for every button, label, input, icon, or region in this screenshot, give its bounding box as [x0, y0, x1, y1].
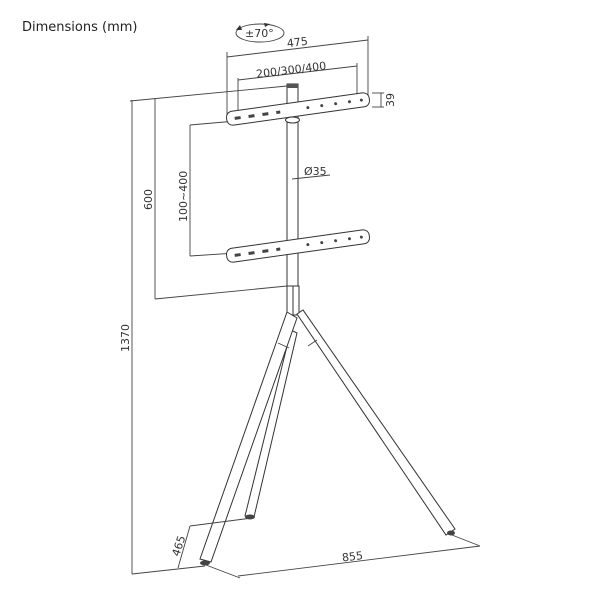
vesa-height-dimension: 100~400: [177, 120, 237, 257]
base-depth-label: 465: [169, 534, 188, 558]
lower-bracket: [226, 229, 370, 263]
rotation-indicator: ±70°: [235, 23, 285, 43]
pole-diameter-dimension: Ø35: [291, 165, 331, 180]
total-height-label: 1370: [119, 324, 132, 352]
bracket-width-dimension: 475: [226, 35, 369, 118]
right-leg: [296, 309, 456, 536]
bracket-width-label: 475: [286, 35, 308, 50]
rotation-arrow-icon: [235, 23, 285, 43]
tripod-base: [199, 285, 456, 566]
bracket-height-label: 39: [384, 93, 397, 107]
pole-diameter-label: Ø35: [304, 165, 327, 178]
base-width-label: 855: [341, 549, 363, 564]
rotation-label: ±70°: [245, 27, 274, 40]
rotation-arrowhead-icon: [236, 23, 270, 30]
adjust-height-label: 600: [142, 189, 155, 210]
adjust-height-dimension: 600: [142, 98, 156, 299]
bracket-height-dimension: 39: [372, 92, 397, 108]
base-depth-dimension: 465: [131, 517, 253, 575]
pole-cap: [287, 84, 298, 88]
total-height-dimension: 1370: [119, 100, 133, 574]
front-left-leg: [199, 311, 298, 563]
diagram-title: Dimensions (mm): [22, 20, 137, 35]
top-bracket: [226, 92, 370, 126]
base-width-dimension: 855: [205, 534, 481, 579]
pole-collar: [285, 116, 300, 124]
vesa-width-label: 200/300/400: [255, 59, 326, 80]
vesa-height-label: 100~400: [177, 171, 190, 222]
